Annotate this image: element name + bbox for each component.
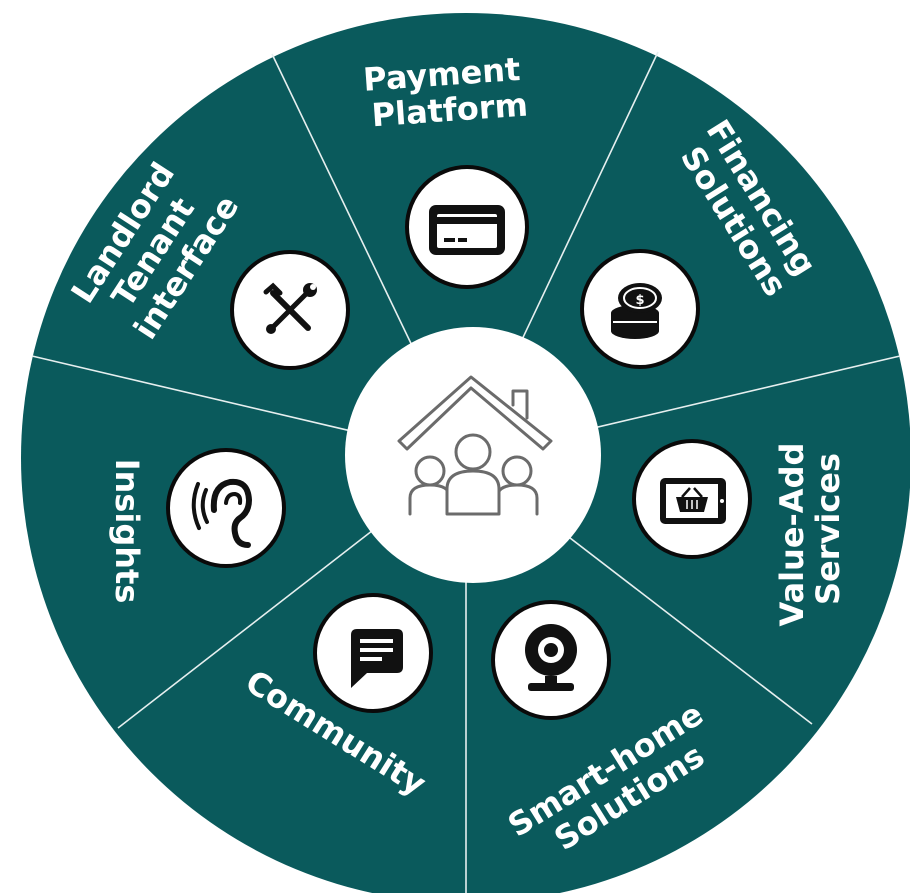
house-with-people-icon [397,375,553,516]
segment-insights: Insights [108,448,286,604]
coin-stack-icon: $ [611,283,662,339]
center-hub [345,327,601,583]
segment-value-add: Value-Add Services [632,431,847,627]
tablet-shopping-basket-icon [660,478,726,524]
chat-bubble-icon [351,629,403,688]
segment-payment: Payment Platform [362,49,535,289]
webcam-icon [525,624,577,691]
center-circle [345,327,601,583]
ear-icon [191,478,253,548]
segment-dividers [31,51,901,893]
value-add-label: Value-Add Services [773,431,847,626]
insights-icon-circle [166,448,286,568]
value-add-label-line1: Value-Add [773,443,811,627]
credit-card-icon [429,205,505,255]
insights-label-line1: Insights [108,459,146,604]
payment-label: Payment Platform [362,49,535,135]
insights-label: Insights [108,459,146,604]
svg-text:$: $ [635,293,644,308]
tools-icon [263,282,317,334]
value-add-label-line2: Services [809,453,847,605]
